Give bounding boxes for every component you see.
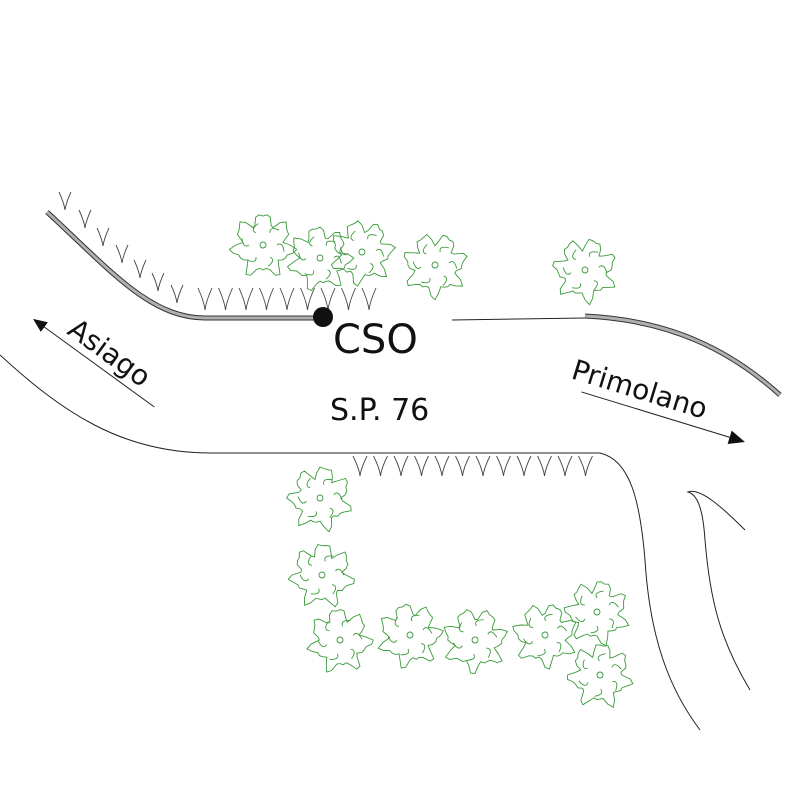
trees bbox=[228, 214, 634, 709]
hatch-mark bbox=[151, 272, 165, 292]
hatch-mark bbox=[78, 209, 92, 229]
hatch-mark bbox=[279, 287, 295, 311]
hatch-mark bbox=[496, 455, 511, 477]
hatch-mark bbox=[557, 455, 573, 477]
hatch-mark bbox=[537, 455, 552, 477]
tree-icon bbox=[306, 609, 374, 673]
primolano-direction: Primolano bbox=[568, 353, 745, 444]
tree-icon bbox=[228, 214, 298, 276]
hatch-mark bbox=[238, 287, 254, 311]
hatch-mark bbox=[115, 244, 129, 264]
tree-icon bbox=[443, 609, 509, 674]
hatch-mark bbox=[218, 287, 233, 311]
hatch-mark bbox=[197, 287, 213, 311]
tree-icon bbox=[377, 603, 444, 669]
hatch-mark bbox=[475, 455, 491, 477]
road-south-edge bbox=[0, 354, 701, 731]
hatch-mark bbox=[133, 259, 147, 279]
tree-icon bbox=[552, 238, 616, 306]
hatch-mark bbox=[170, 284, 184, 304]
hatch-mark bbox=[393, 455, 409, 477]
tree-icon bbox=[287, 543, 355, 608]
hatch-mark bbox=[58, 191, 72, 211]
tree-icon bbox=[563, 581, 630, 647]
hatch-mark bbox=[320, 287, 336, 311]
tree-icon bbox=[285, 466, 352, 533]
arrow-right-icon bbox=[727, 430, 745, 444]
road-label: S.P. 76 bbox=[330, 393, 429, 428]
hatch-mark bbox=[361, 287, 377, 311]
station-label: CSO bbox=[333, 317, 418, 363]
hatch-mark bbox=[434, 455, 450, 477]
station-marker bbox=[313, 307, 333, 327]
hatch-mark bbox=[352, 455, 368, 477]
tree-icon bbox=[566, 644, 634, 709]
hatch-mark bbox=[414, 455, 429, 477]
tree-icon bbox=[512, 604, 577, 670]
road-north-edge bbox=[451, 317, 586, 321]
guardrails bbox=[45, 210, 782, 397]
tree-icon bbox=[403, 233, 468, 301]
hatch-mark bbox=[578, 455, 593, 477]
asiago-direction: Asiago bbox=[33, 312, 157, 408]
tree-icon bbox=[330, 220, 397, 287]
hatch-mark bbox=[259, 287, 274, 311]
hatch-mark bbox=[300, 287, 315, 311]
hatch-mark bbox=[341, 287, 356, 311]
embankment-hatching bbox=[58, 191, 593, 477]
hatch-mark bbox=[455, 455, 470, 477]
road-edges bbox=[0, 317, 751, 731]
hatch-mark bbox=[516, 455, 532, 477]
primolano-label: Primolano bbox=[568, 353, 711, 425]
side-road-edge bbox=[686, 490, 751, 691]
asiago-label: Asiago bbox=[62, 312, 157, 394]
arrow-left-icon bbox=[33, 318, 48, 332]
hatch-mark bbox=[373, 455, 388, 477]
guardrail-west bbox=[45, 210, 322, 321]
hatch-mark bbox=[96, 227, 110, 247]
